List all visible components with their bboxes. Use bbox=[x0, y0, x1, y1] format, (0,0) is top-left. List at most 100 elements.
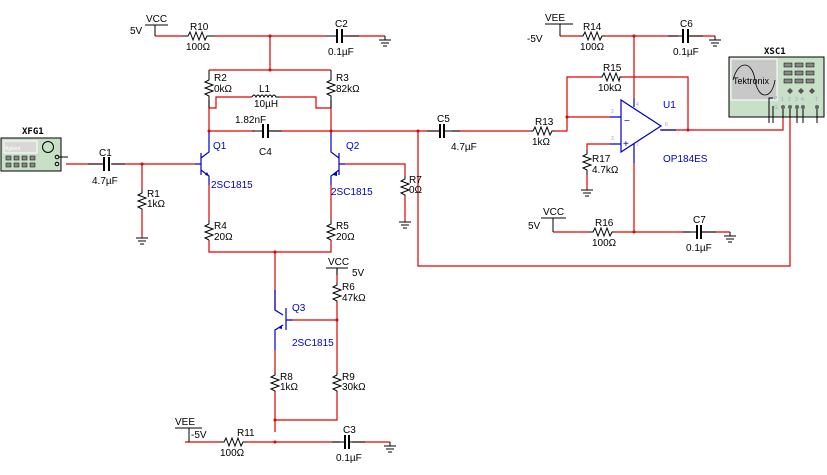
capacitor-c7[interactable]: C7 0.1µF bbox=[683, 215, 716, 254]
value-label: 0.1µF bbox=[686, 243, 712, 254]
ref-label: R11 bbox=[237, 428, 255, 439]
supply-value: -5V bbox=[191, 430, 207, 441]
brand-label: Tektronix bbox=[733, 76, 770, 86]
value-label: 100Ω bbox=[186, 42, 211, 53]
probe-label: P bbox=[774, 96, 778, 102]
supply-name: VCC bbox=[146, 14, 167, 25]
supply-value: -5V bbox=[527, 34, 543, 45]
value-label: 0.1µF bbox=[328, 47, 354, 58]
pin-label: 4 bbox=[636, 102, 639, 108]
ref-label: C2 bbox=[335, 19, 348, 30]
resistor-r9[interactable]: R9 30kΩ bbox=[331, 372, 366, 393]
supply-name: VEE bbox=[545, 13, 565, 24]
ref-label: R7 bbox=[409, 175, 422, 186]
resistor-r5[interactable]: R5 20Ω bbox=[325, 220, 355, 243]
ref-label: C4 bbox=[259, 147, 272, 158]
resistor-r17[interactable]: R17 4.7kΩ bbox=[581, 150, 619, 176]
ref-label: R4 bbox=[214, 221, 227, 232]
resistor-r2[interactable]: R2 0kΩ bbox=[203, 70, 233, 108]
value-label: 47kΩ bbox=[342, 293, 366, 304]
ref-label: R5 bbox=[336, 221, 349, 232]
value-label: 1kΩ bbox=[147, 199, 166, 210]
channel-label: 2 bbox=[788, 97, 791, 103]
ref-label: R1 bbox=[147, 189, 160, 200]
value-label: 10kΩ bbox=[598, 83, 622, 94]
ref-label: R2 bbox=[214, 73, 227, 84]
resistor-r6[interactable]: R6 47kΩ bbox=[331, 282, 366, 304]
supply-value: 5V bbox=[352, 268, 365, 279]
instrument-ref: XSC1 bbox=[764, 47, 786, 57]
value-label: 1kΩ bbox=[532, 137, 551, 148]
ground-icon bbox=[398, 221, 412, 229]
ref-label: C1 bbox=[99, 148, 112, 159]
ref-label: R13 bbox=[535, 117, 554, 128]
vcc-supply-opamp: VCC 5V bbox=[528, 207, 566, 232]
ref-label: L1 bbox=[259, 84, 271, 95]
inductor-l1[interactable]: L1 10µH bbox=[251, 84, 280, 110]
value-label: 100Ω bbox=[580, 42, 605, 53]
instrument-ref: XFG1 bbox=[22, 127, 44, 137]
value-label: 0Ω bbox=[409, 185, 423, 196]
ground-icon bbox=[378, 39, 392, 47]
value-label: 4.7µF bbox=[92, 176, 118, 187]
channel-terminals[interactable] bbox=[781, 105, 819, 109]
brand-label: Agilent bbox=[5, 146, 21, 152]
capacitor-c3[interactable]: C3 0.1µF bbox=[332, 425, 365, 464]
model-label: OP184ES bbox=[663, 154, 708, 165]
trigger-label: T bbox=[815, 97, 818, 103]
ref-label: R3 bbox=[336, 73, 349, 84]
ref-label: C5 bbox=[437, 114, 450, 125]
resistor-r14[interactable]: R14 100Ω bbox=[580, 22, 605, 53]
ground-icon bbox=[383, 445, 397, 453]
ref-label: Q3 bbox=[292, 303, 306, 314]
value-label: 30kΩ bbox=[342, 382, 366, 393]
resistor-r13[interactable]: R13 1kΩ bbox=[530, 117, 555, 148]
value-label: 1.82nF bbox=[235, 115, 266, 126]
resistor-r15[interactable]: R15 10kΩ bbox=[598, 63, 622, 94]
ref-label: R6 bbox=[342, 282, 355, 293]
supply-name: VCC bbox=[543, 207, 564, 218]
vcc-supply-q3: VCC 5V bbox=[326, 257, 365, 279]
resistor-r4[interactable]: R4 20Ω bbox=[203, 220, 233, 243]
capacitor-c1[interactable]: C1 4.7µF bbox=[88, 148, 125, 187]
value-label: 4.7µF bbox=[451, 142, 477, 153]
resistor-r7[interactable]: R7 0Ω bbox=[399, 175, 423, 196]
capacitor-c6[interactable]: C6 0.1µF bbox=[668, 19, 703, 58]
resistor-r3[interactable]: R3 82kΩ bbox=[325, 70, 360, 108]
vee-supply-q3: VEE -5V bbox=[175, 417, 207, 442]
value-label: 20Ω bbox=[214, 232, 233, 243]
value-label: 82kΩ bbox=[336, 84, 360, 95]
resistor-r16[interactable]: R16 100Ω bbox=[590, 218, 617, 249]
value-label: 10µH bbox=[254, 99, 278, 110]
resistor-r10[interactable]: R10 100Ω bbox=[182, 22, 215, 53]
value-label: 0.1µF bbox=[336, 453, 362, 464]
transistor-q3[interactable]: Q3 2SC1815 bbox=[274, 290, 334, 350]
ref-label: R9 bbox=[342, 372, 355, 383]
probe-label: G bbox=[774, 105, 778, 111]
ground-icon bbox=[580, 189, 594, 197]
opamp-u1[interactable]: − + 2 3 4 7 6 U1 OP184ES bbox=[610, 98, 708, 165]
oscilloscope-xsc1[interactable]: XSC1 Tektronix 1 2 3 4 T P G bbox=[728, 47, 825, 123]
value-label: 100Ω bbox=[592, 238, 617, 249]
ref-label: R17 bbox=[592, 154, 611, 165]
value-label: 0kΩ bbox=[214, 84, 233, 95]
resistor-r1[interactable]: R1 1kΩ bbox=[136, 189, 166, 210]
capacitor-c2[interactable]: C2 0.1µF bbox=[325, 19, 359, 58]
noninverting-input-sign: + bbox=[623, 139, 629, 150]
capacitor-c4[interactable]: 1.82nF C4 bbox=[235, 115, 282, 158]
transistor-q2[interactable]: Q2 2SC1815 bbox=[330, 131, 373, 198]
ground-icon bbox=[708, 39, 722, 47]
capacitor-c5[interactable]: C5 4.7µF bbox=[427, 114, 477, 153]
value-label: 20Ω bbox=[336, 232, 355, 243]
ref-label: R16 bbox=[595, 218, 614, 229]
resistor-r11[interactable]: R11 100Ω bbox=[220, 428, 255, 459]
pin-label: 7 bbox=[636, 142, 639, 148]
function-generator-xfg1[interactable]: XFG1 Agilent bbox=[0, 127, 68, 172]
value-label: 0.1µF bbox=[673, 47, 699, 58]
ref-label: R10 bbox=[190, 22, 209, 33]
transistor-q1[interactable]: Q1 2SC1815 bbox=[195, 131, 253, 191]
channel-label: 4 bbox=[801, 97, 804, 103]
resistor-r8[interactable]: R8 1kΩ bbox=[269, 372, 299, 393]
model-label: 2SC1815 bbox=[211, 180, 253, 191]
